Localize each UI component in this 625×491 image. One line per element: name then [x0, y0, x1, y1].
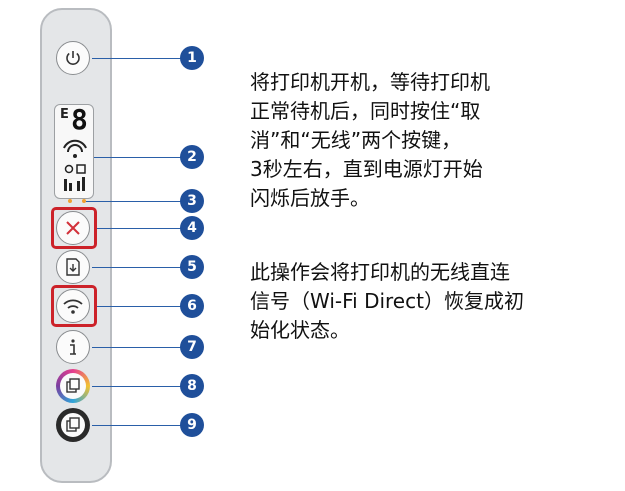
callout-number: 3 — [180, 189, 204, 213]
leader-line — [94, 157, 182, 158]
power-icon — [66, 51, 80, 65]
black-copy-icon — [66, 417, 80, 432]
note-line: 信号（Wi-Fi Direct）恢复成初 — [250, 289, 524, 313]
note-text: 此操作会将打印机的无线直连 信号（Wi-Fi Direct）恢复成初 始化状态。 — [250, 258, 580, 345]
cancel-icon — [66, 221, 80, 235]
wireless-button[interactable] — [56, 289, 90, 323]
callout-number: 9 — [180, 413, 204, 437]
leader-line — [97, 228, 182, 229]
cancel-highlight — [51, 207, 97, 249]
color-copy-icon — [66, 378, 80, 393]
status-light — [82, 199, 86, 203]
leader-line — [92, 386, 182, 387]
wireless-highlight — [51, 285, 97, 327]
leader-line — [92, 58, 182, 59]
instruction-line: 3秒左右，直到电源灯开始 — [250, 157, 483, 181]
resume-icon — [66, 258, 80, 276]
callout-number: 7 — [180, 335, 204, 359]
display-status-icons — [63, 139, 87, 191]
information-button[interactable] — [56, 330, 90, 364]
callout-number: 2 — [180, 145, 204, 169]
resume-button[interactable] — [56, 250, 90, 284]
leader-line — [92, 425, 182, 426]
leader-line — [92, 267, 182, 268]
leader-line — [86, 201, 182, 202]
information-icon — [70, 339, 76, 355]
instruction-line: 将打印机开机，等待打印机 — [250, 70, 490, 94]
leader-line — [92, 347, 182, 348]
cancel-button[interactable] — [56, 211, 90, 245]
control-panel-display: E 8 — [54, 103, 94, 199]
instruction-text: 将打印机开机，等待打印机 正常待机后，同时按住“取 消”和“无线”两个按键， 3… — [250, 68, 580, 213]
instruction-line: 消”和“无线”两个按键， — [250, 128, 462, 152]
callout-number: 8 — [180, 374, 204, 398]
display-digit: 8 — [71, 103, 88, 136]
instruction-line: 正常待机后，同时按住“取 — [250, 99, 481, 123]
callout-number: 5 — [180, 255, 204, 279]
callout-number: 1 — [180, 46, 204, 70]
callout-number: 6 — [180, 294, 204, 318]
instruction-line: 闪烁后放手。 — [250, 186, 370, 210]
black-copy-button[interactable] — [56, 408, 90, 442]
leader-line — [97, 306, 182, 307]
callout-number: 4 — [180, 216, 204, 240]
note-line: 始化状态。 — [250, 318, 350, 342]
power-button[interactable] — [56, 41, 90, 75]
status-light — [68, 199, 72, 203]
wireless-icon — [63, 299, 83, 314]
color-copy-button[interactable] — [56, 369, 90, 403]
display-letter: E — [60, 107, 69, 122]
note-line: 此操作会将打印机的无线直连 — [250, 260, 510, 284]
